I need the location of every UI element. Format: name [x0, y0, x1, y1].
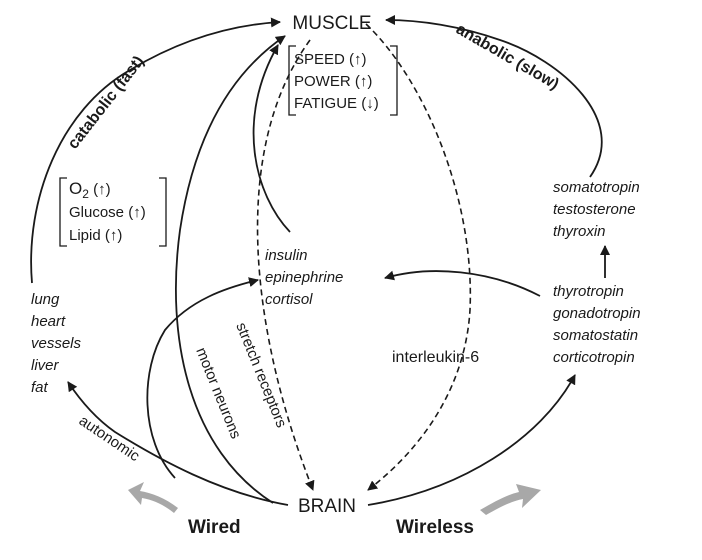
pituitary-to-adrenal-arrow: [384, 270, 541, 297]
fuel-group: O2 (↑) Glucose (↑) Lipid (↑): [59, 177, 167, 247]
effect-power: POWER (↑): [294, 73, 372, 90]
o2-base: O: [69, 179, 82, 198]
hormone-epinephrine: epinephrine: [265, 269, 343, 286]
organ-heart: heart: [31, 313, 66, 330]
muscle-effects-bracket-right: [390, 45, 398, 116]
fuel-bracket-left: [59, 177, 67, 247]
hormone-thyrotropin: thyrotropin: [553, 283, 624, 300]
autonomic-label: autonomic: [76, 412, 143, 465]
anabolic-hormones: somatotropin testosterone thyroxin: [553, 179, 640, 240]
interleukin-arrow: [365, 23, 472, 491]
motor-neurons-label: motor neurons: [192, 345, 244, 441]
hormone-testosterone: testosterone: [553, 201, 636, 218]
o2-subscript: 2: [82, 187, 89, 201]
wired-label: Wired: [188, 517, 241, 538]
adrenal-to-muscle-arrow: [252, 44, 291, 233]
catabolic-label: catabolic (fast): [65, 53, 148, 152]
catabolic-arc: [30, 17, 281, 284]
organ-fat: fat: [31, 379, 49, 396]
brain-to-adrenal-arrow: [146, 277, 259, 479]
hormone-thyroxin: thyroxin: [553, 223, 606, 240]
stretch-receptors-label: stretch receptors: [232, 320, 290, 430]
muscle-effects-group: SPEED (↑) POWER (↑) FATIGUE (↓): [288, 45, 398, 116]
hormone-insulin: insulin: [265, 247, 308, 264]
organs-list: lung heart vessels liver fat: [31, 291, 82, 396]
interleukin-label: interleukin-6: [392, 349, 479, 366]
anabolic-label: anabolic (slow): [453, 21, 562, 94]
autonomic-arrow: [67, 381, 289, 506]
fuel-bracket-right: [159, 177, 167, 247]
fuel-o2: O2 (↑): [69, 179, 111, 201]
organ-vessels: vessels: [31, 335, 82, 352]
wireless-label: Wireless: [396, 517, 474, 538]
hormone-somatostatin: somatostatin: [553, 327, 638, 344]
wired-arrow-icon: [128, 482, 178, 513]
muscle-node: MUSCLE: [292, 13, 371, 34]
pituitary-hormones: thyrotropin gonadotropin somatostatin co…: [553, 283, 641, 366]
hormone-somatotropin: somatotropin: [553, 179, 640, 196]
effect-speed: SPEED (↑): [294, 51, 367, 68]
organ-liver: liver: [31, 357, 60, 374]
adrenal-hormones: insulin epinephrine cortisol: [265, 247, 343, 308]
brain-to-pituitary-arrow: [367, 374, 576, 506]
hormone-cortisol: cortisol: [265, 291, 313, 308]
hormone-corticotropin: corticotropin: [553, 349, 635, 366]
hormone-gonadotropin: gonadotropin: [553, 305, 641, 322]
organ-lung: lung: [31, 291, 60, 308]
fuel-glucose: Glucose (↑): [69, 204, 146, 221]
o2-arrow: (↑): [89, 181, 111, 198]
brain-node: BRAIN: [298, 496, 356, 517]
motor-neurons-arrow: [175, 35, 286, 504]
effect-fatigue: FATIGUE (↓): [294, 95, 379, 112]
wireless-arrow-icon: [480, 484, 541, 515]
fuel-lipid: Lipid (↑): [69, 227, 122, 244]
anabolic-arc: [385, 15, 603, 178]
muscle-effects-bracket-left: [288, 45, 296, 116]
